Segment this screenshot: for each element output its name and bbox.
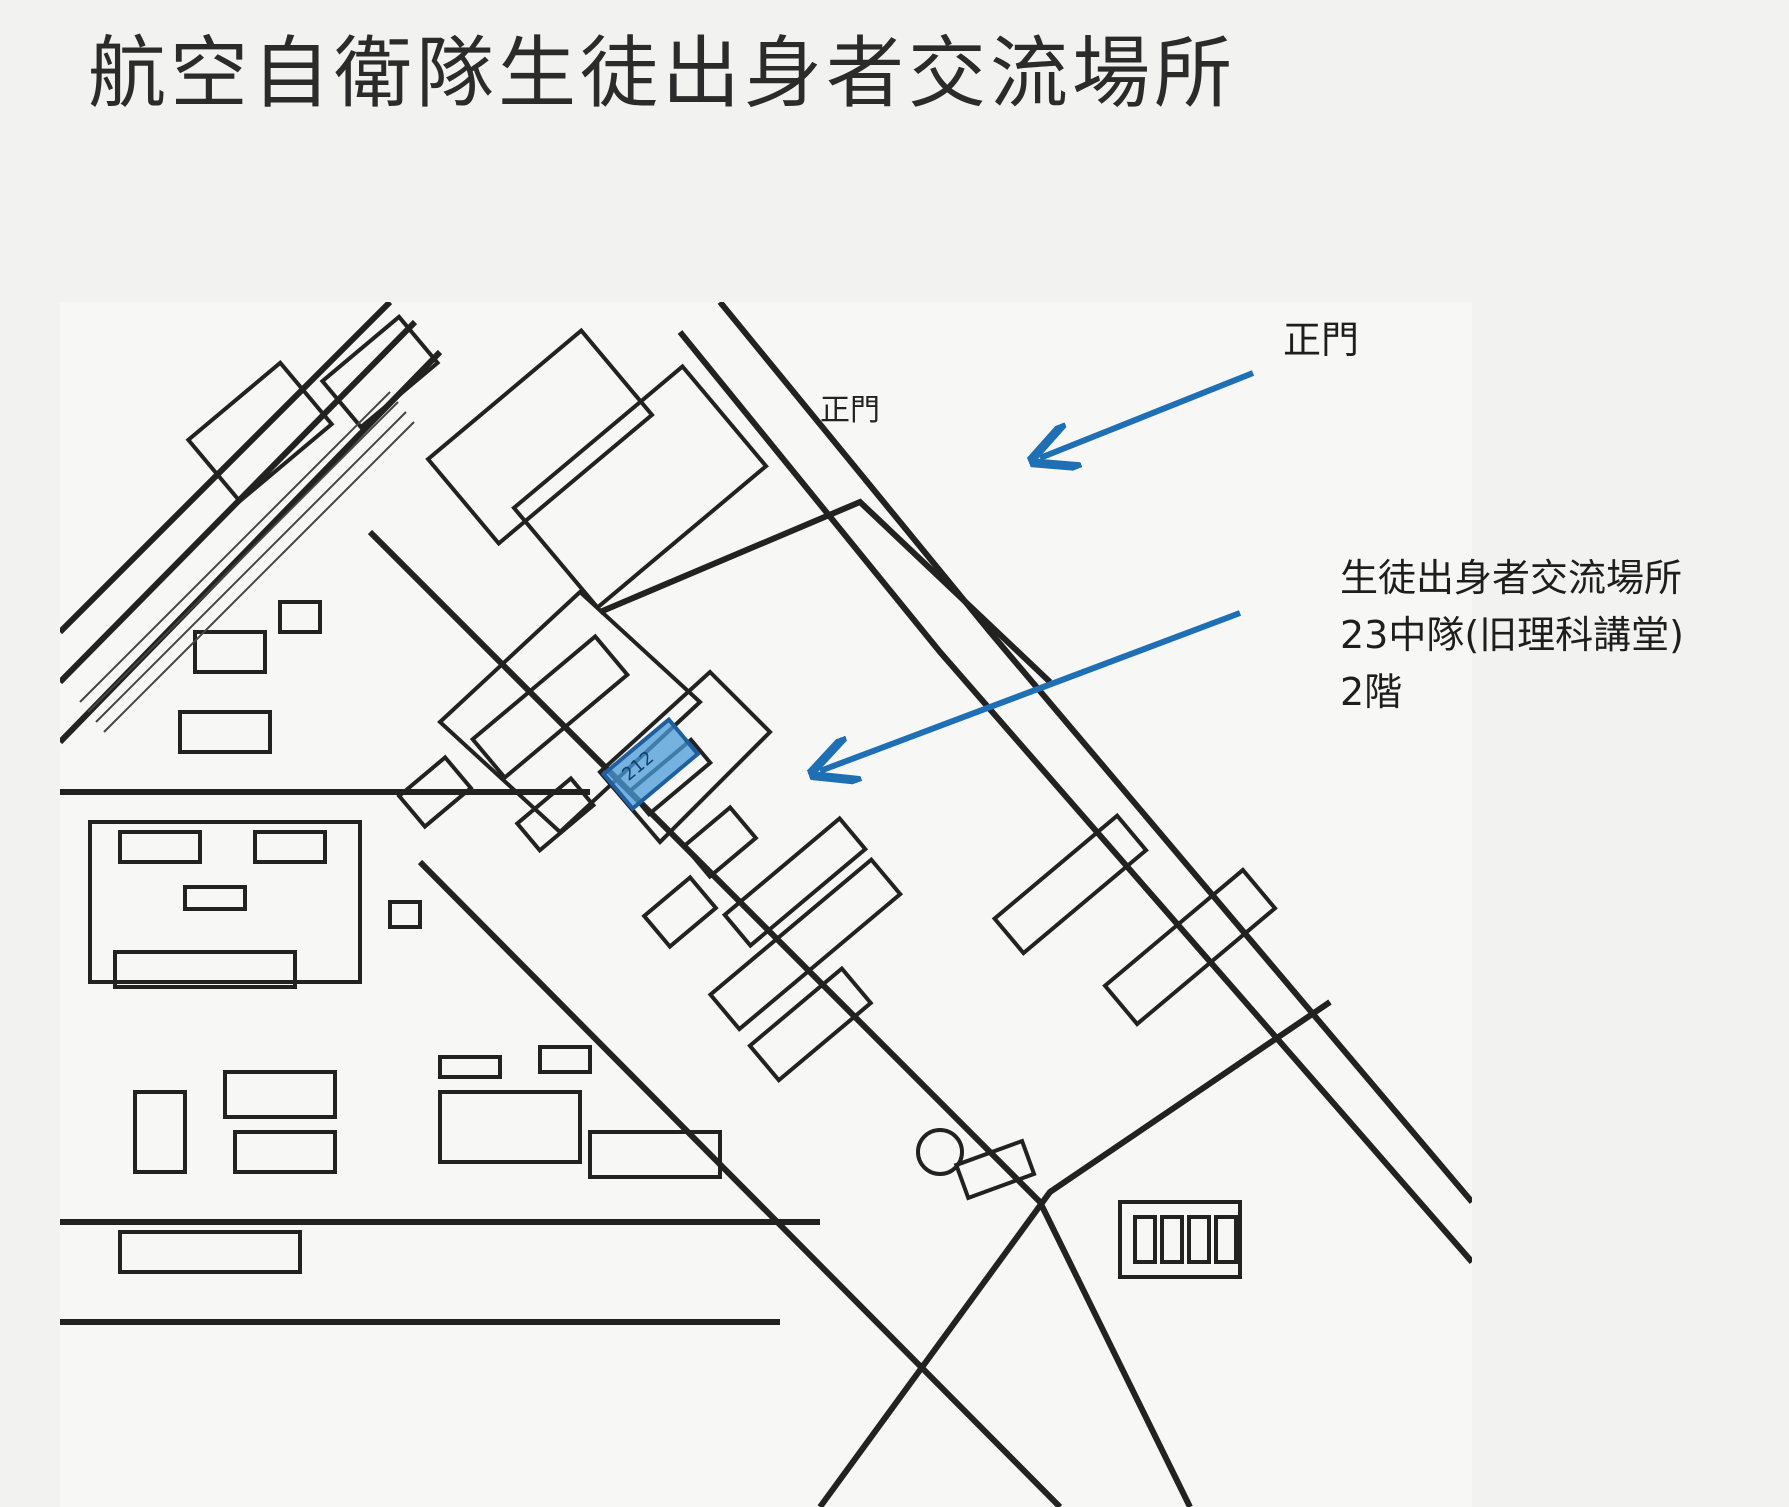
building-bottom-right	[1118, 1200, 1242, 1279]
building-203	[118, 1230, 302, 1274]
building-274	[118, 830, 202, 864]
building-223	[469, 633, 631, 781]
page-title: 航空自衛隊生徒出身者交流場所	[88, 29, 1237, 119]
plaza-circle	[916, 1128, 964, 1176]
building-111	[185, 359, 335, 505]
building-112	[319, 314, 441, 430]
venue-annotation: 生徒出身者交流場所 23中隊(旧理科講堂) 2階	[1340, 550, 1684, 721]
building-115	[178, 710, 272, 754]
highlighted-venue-building	[600, 716, 701, 812]
boundary-road-nw	[60, 302, 393, 635]
building-240	[438, 1055, 502, 1079]
building-227	[721, 815, 869, 949]
block-central-east	[597, 669, 773, 845]
building-230	[438, 1090, 582, 1164]
building-278	[388, 900, 422, 929]
building-255	[223, 1070, 337, 1119]
building-231	[588, 1130, 722, 1179]
building-113	[425, 327, 655, 547]
block-central-north	[437, 589, 703, 835]
building-250	[253, 830, 327, 864]
building-225	[641, 874, 719, 950]
venue-line-3: 2階	[1340, 670, 1403, 714]
map-label-main-gate: 正門	[820, 393, 880, 428]
building-east-2	[1102, 867, 1278, 1027]
venue-line-2: 23中隊(旧理科講堂)	[1340, 613, 1685, 657]
building-234	[681, 804, 759, 880]
building-257	[233, 1130, 337, 1174]
building-222	[514, 775, 597, 854]
campus-map: 正門 212	[60, 302, 1472, 1507]
building-114	[511, 363, 769, 611]
building-276	[133, 1090, 187, 1174]
main-avenue	[717, 302, 1472, 1204]
map-drawing: 正門 212	[60, 302, 1472, 1507]
building-118	[193, 630, 267, 674]
building-221	[396, 754, 474, 830]
building-307	[953, 1138, 1037, 1201]
building-273	[113, 950, 297, 989]
building-east-1	[991, 812, 1149, 956]
building-119	[278, 600, 322, 634]
building-241	[538, 1045, 592, 1074]
venue-line-1: 生徒出身者交流場所	[1340, 556, 1683, 600]
main-gate-annotation: 正門	[1283, 318, 1360, 362]
building-226	[707, 856, 904, 1032]
block-sw-1	[88, 820, 362, 984]
building-237	[747, 965, 874, 1084]
building-251	[183, 885, 247, 911]
